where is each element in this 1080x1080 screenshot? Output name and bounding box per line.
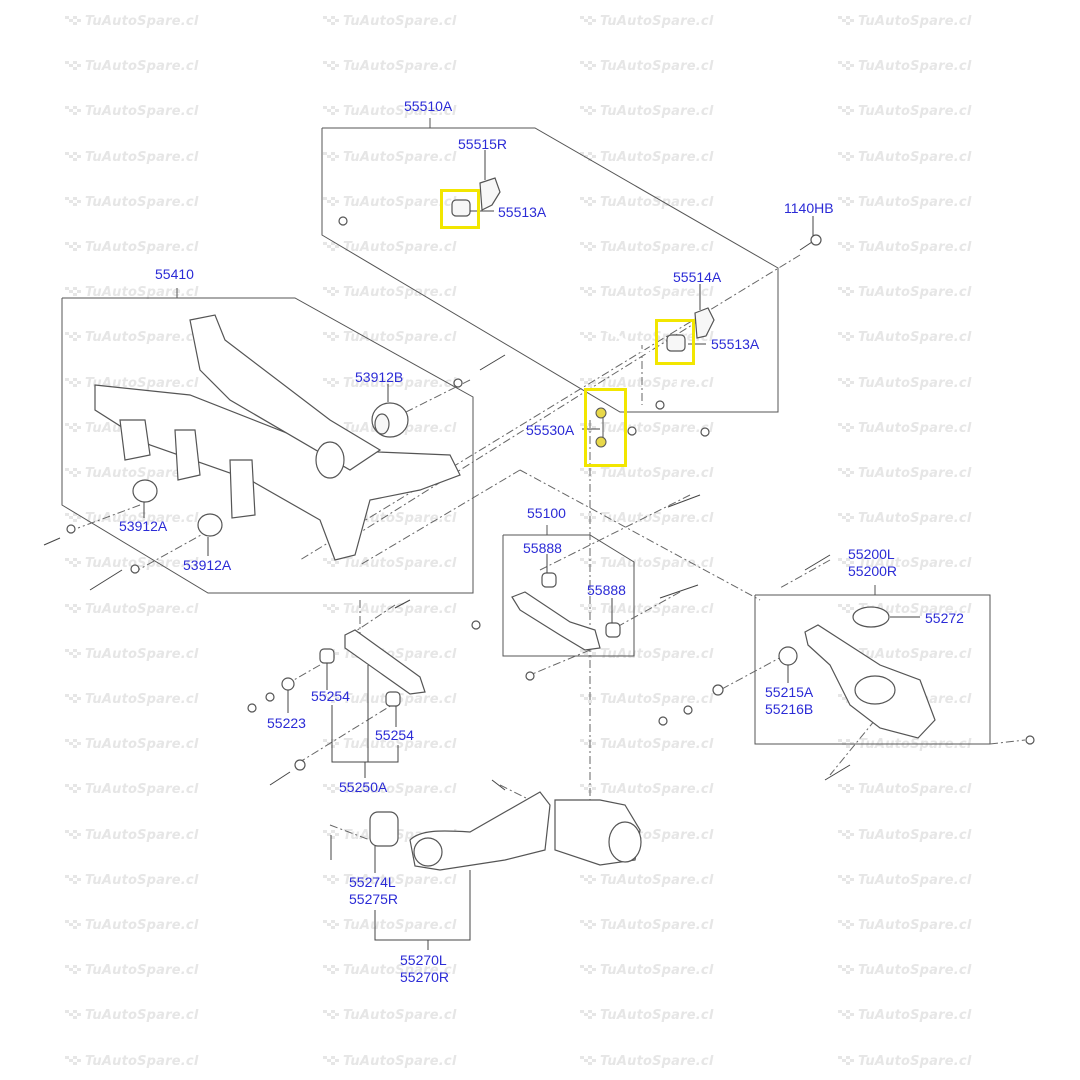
part-label-55410[interactable]: 55410 [155,266,194,282]
part-label-55200R[interactable]: 55200R [848,563,898,579]
assist-arm-55250A [247,599,426,786]
part-label-55514A[interactable]: 55514A [673,269,722,285]
alignment-lines [77,254,1026,841]
part-label-55888-1[interactable]: 55888 [523,540,562,556]
bracket-55515R [479,177,501,211]
part-label-55530A[interactable]: 55530A [526,422,575,438]
stabilizer-bar-frame [321,118,779,413]
bolt-1140HB [799,234,822,251]
highlight-bushing-55513A-2 [655,319,695,365]
part-label-55270R[interactable]: 55270R [400,969,450,985]
part-label-55888-2[interactable]: 55888 [587,582,626,598]
bushing-55513A-2 [666,334,686,352]
part-label-55272[interactable]: 55272 [925,610,964,626]
part-label-55215A[interactable]: 55215A [765,684,814,700]
part-label-55270L[interactable]: 55270L [400,952,447,968]
part-label-53912A-2[interactable]: 53912A [183,557,232,573]
part-label-55216B[interactable]: 55216B [765,701,814,717]
part-label-55254-1[interactable]: 55254 [311,688,350,704]
bushing-53912A-1 [132,479,158,503]
part-label-55513A-1[interactable]: 55513A [498,204,547,220]
highlight-bushing-55513A-1 [440,189,480,229]
part-label-55510A[interactable]: 55510A [404,98,453,114]
upper-arm-frame [502,525,635,657]
part-label-55254-2[interactable]: 55254 [375,727,414,743]
upper-arm-55100 [471,494,701,681]
part-label-53912A-1[interactable]: 53912A [119,518,168,534]
part-label-55200L[interactable]: 55200L [848,546,895,562]
part-label-55513A-2[interactable]: 55513A [711,336,760,352]
part-label-55250A[interactable]: 55250A [339,779,388,795]
part-label-55100[interactable]: 55100 [527,505,566,521]
bushing-53912B [371,402,409,438]
stabilizer-bar [338,209,681,410]
part-label-53912B[interactable]: 53912B [355,369,404,385]
stabilizer-link-55530A [595,407,607,448]
knuckle-hub [554,799,642,866]
part-label-55515R[interactable]: 55515R [458,136,508,152]
bracket-55514A [694,307,715,339]
bushing-55513A-1 [451,199,471,217]
bushing-53912A-2 [197,513,223,537]
part-label-1140HB[interactable]: 1140HB [784,200,834,216]
trailing-arm-55270 [330,779,551,871]
highlight-stabilizer-link-55530A [584,388,627,467]
crossmember-55410 [94,314,461,561]
part-label-55223[interactable]: 55223 [267,715,306,731]
part-label-55274L[interactable]: 55274L [349,874,396,890]
part-label-55275R[interactable]: 55275R [349,891,399,907]
bolts-crossmember [43,354,710,591]
crossmember-frame [61,288,474,594]
lower-arm-55200 [658,554,1035,781]
